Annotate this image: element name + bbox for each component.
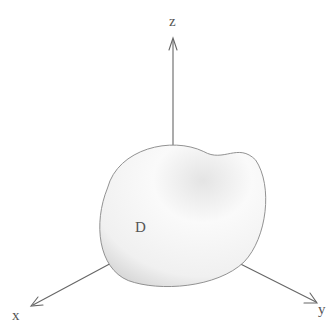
- region-blob: D: [92, 136, 268, 292]
- x-arrowhead: [31, 297, 43, 306]
- z-arrowhead: [169, 38, 177, 50]
- blob-outline: [92, 136, 268, 292]
- blob-shape: [100, 145, 266, 286]
- axis-label: x: [12, 308, 20, 323]
- region-label: D: [135, 220, 146, 235]
- y-arrowhead: [304, 293, 317, 303]
- axis-label: y: [318, 302, 326, 317]
- axis-label: z: [169, 14, 176, 29]
